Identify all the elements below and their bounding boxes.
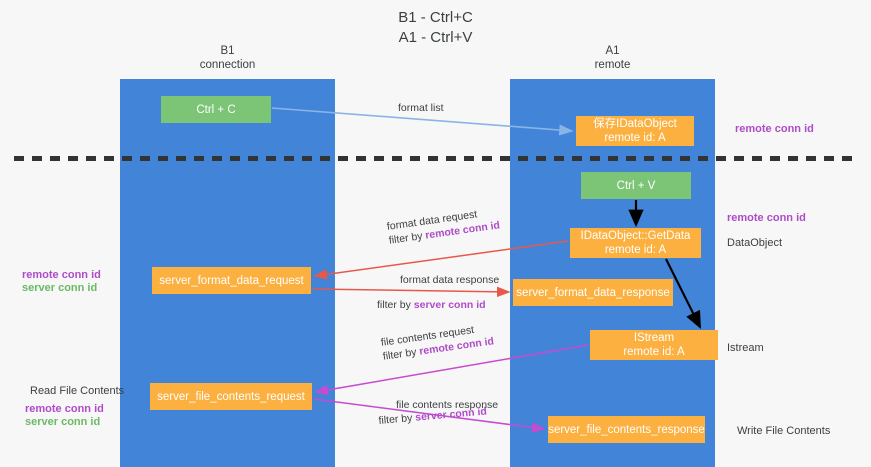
annotation-left-remote-conn-id-2: remote conn id — [25, 403, 104, 415]
box-save-idataobject-line2: remote id: A — [604, 132, 666, 144]
page-title: B1 - Ctrl+C A1 - Ctrl+V — [0, 8, 871, 48]
box-server-file-contents-request[interactable]: server_file_contents_request — [150, 383, 312, 410]
box-idataobject-getdata-line2: remote id: A — [604, 244, 667, 256]
label-format-list: format list — [398, 102, 444, 114]
annotation-left-server-conn-id-1: server conn id — [22, 282, 98, 294]
box-save-idataobject[interactable]: 保存IDataObject remote id: A — [576, 116, 694, 146]
lane-header-b1-role: connection — [199, 59, 256, 71]
label-format-data-request: format data request filter by remote con… — [386, 204, 501, 247]
box-idataobject-getdata-line1: IDataObject::GetData — [580, 230, 691, 242]
box-ctrl-c[interactable]: Ctrl + C — [161, 96, 271, 123]
lane-header-a1-name: A1 — [605, 45, 620, 57]
box-ctrl-v[interactable]: Ctrl + V — [581, 172, 691, 199]
lane-header-b1-name: B1 — [220, 45, 235, 57]
annotation-right-remote-conn-id-mid: remote conn id — [727, 212, 806, 224]
box-istream[interactable]: IStream remote id: A — [590, 330, 718, 360]
box-server-file-contents-response[interactable]: server_file_contents_response — [548, 416, 705, 443]
label-file-contents-response: file contents response — [396, 399, 499, 411]
box-ctrl-c-label: Ctrl + C — [196, 103, 236, 116]
phase-divider — [14, 156, 859, 161]
box-idataobject-getdata[interactable]: IDataObject::GetData remote id: A — [570, 228, 701, 258]
label-format-data-request-prefix: filter by — [388, 229, 427, 247]
label-format-data-response: format data response — [400, 274, 500, 286]
label-format-data-response-prefix: filter by — [377, 299, 414, 311]
arrow-format-data-response — [312, 286, 511, 298]
label-file-contents-request-prefix: filter by — [382, 345, 421, 363]
annotation-right-remote-conn-id-top: remote conn id — [735, 123, 814, 135]
annotation-write-file-contents: Write File Contents — [737, 425, 831, 437]
annotation-read-file-contents: Read File Contents — [30, 385, 125, 397]
box-server-file-contents-request-label: server_file_contents_request — [157, 390, 305, 403]
label-file-contents-request: file contents request filter by remote c… — [380, 320, 495, 363]
annotation-left-remote-conn-id-1: remote conn id — [22, 269, 101, 281]
label-format-data-response-key: server conn id — [413, 299, 486, 311]
annotation-left-server-conn-id-2: server conn id — [25, 416, 101, 428]
lane-header-a1: A1 remote — [510, 44, 715, 72]
lane-header-a1-role: remote — [594, 59, 631, 71]
label-file-contents-response-prefix: filter by — [378, 411, 416, 427]
box-server-file-contents-response-label: server_file_contents_response — [548, 423, 705, 436]
annotation-dataobject: DataObject — [727, 237, 783, 249]
box-istream-line2: remote id: A — [623, 346, 685, 358]
label-format-data-response-filter: filter by server conn id — [377, 299, 486, 312]
box-server-format-data-response-label: server_format_data_response — [516, 286, 670, 299]
annotation-istream: Istream — [727, 342, 764, 354]
box-server-format-data-response[interactable]: server_format_data_response — [513, 279, 673, 306]
box-ctrl-v-label: Ctrl + V — [616, 179, 656, 192]
box-server-format-data-request[interactable]: server_format_data_request — [152, 267, 311, 294]
page-title-line2: A1 - Ctrl+V — [398, 29, 473, 46]
lane-header-b1: B1 connection — [120, 44, 335, 72]
box-save-idataobject-line1: 保存IDataObject — [593, 118, 677, 130]
box-server-format-data-request-label: server_format_data_request — [159, 274, 304, 287]
page-title-line1: B1 - Ctrl+C — [398, 9, 473, 26]
box-istream-line1: IStream — [633, 332, 675, 344]
